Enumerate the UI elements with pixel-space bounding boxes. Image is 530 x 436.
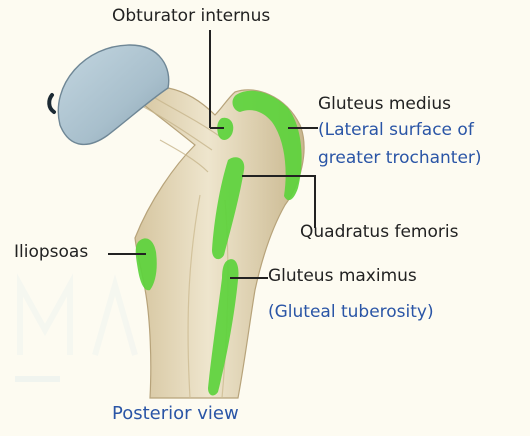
iliopsoas-attachment xyxy=(136,238,157,290)
label-gluteus-medius: Gluteus medius xyxy=(318,94,451,114)
label-obturator-internus: Obturator internus xyxy=(112,6,270,26)
femoral-head xyxy=(58,45,168,144)
label-quadratus-femoris: Quadratus femoris xyxy=(300,222,458,242)
note-gluteus-maximus: (Gluteal tuberosity) xyxy=(268,302,434,322)
label-gluteus-maximus: Gluteus maximus xyxy=(268,266,417,286)
watermark xyxy=(15,285,135,382)
fovea xyxy=(49,95,54,112)
caption-posterior-view: Posterior view xyxy=(112,404,239,424)
label-iliopsoas: Iliopsoas xyxy=(14,242,88,262)
note-gluteus-medius-line-2: greater trochanter) xyxy=(318,148,482,168)
note-gluteus-medius-line-1: (Lateral surface of xyxy=(318,120,474,140)
